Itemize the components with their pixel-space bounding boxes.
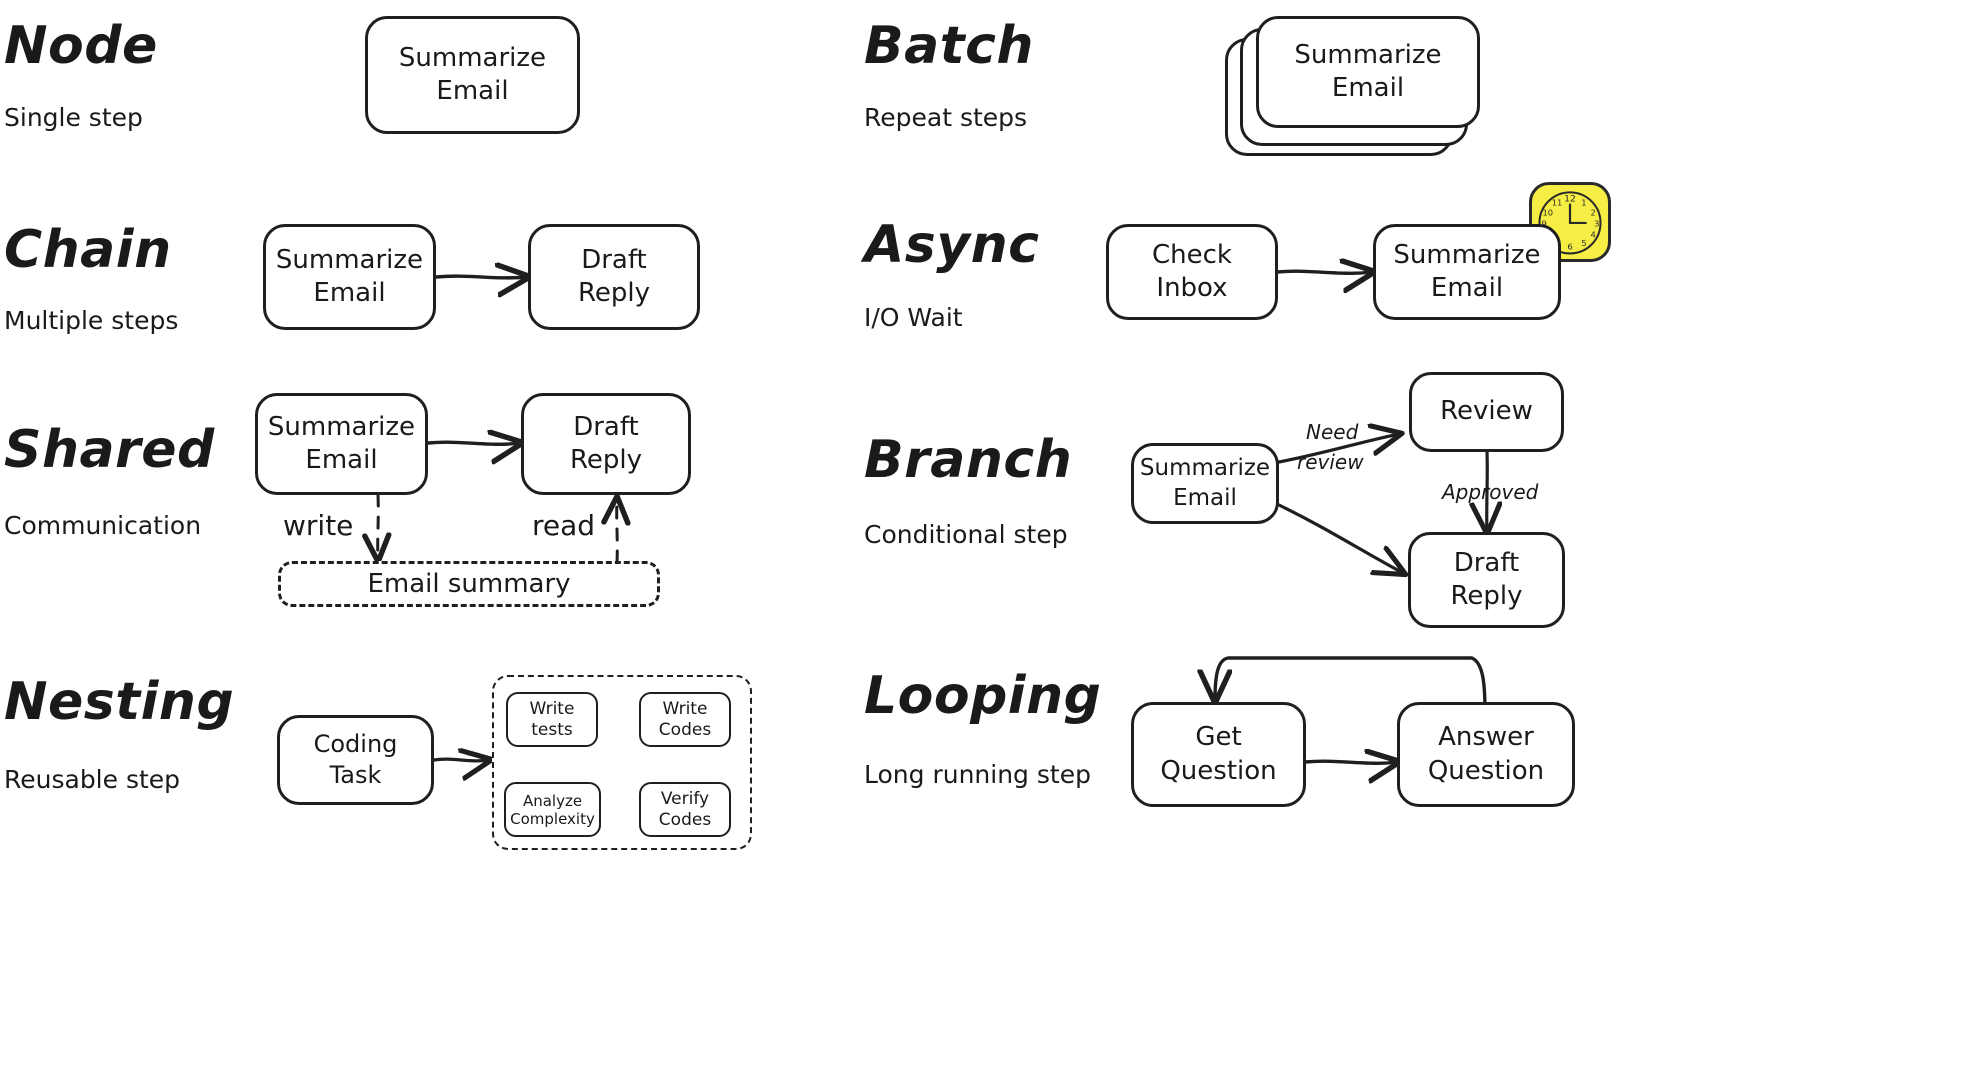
node-label: Check Inbox (1152, 239, 1232, 303)
shared-store-label: Email summary (367, 569, 571, 599)
svg-text:6: 6 (1567, 242, 1572, 252)
shared-edge-label-write: write (283, 509, 354, 542)
section-title-batch: Batch (864, 16, 1034, 76)
nesting-arrow (432, 759, 489, 761)
section-title-shared: Shared (4, 420, 215, 480)
nesting-inner-node-write-codes[interactable]: Write Codes (639, 692, 731, 747)
node-label: Coding Task (313, 730, 398, 789)
section-subtitle-looping: Long running step (864, 760, 1091, 789)
node-label: Get Question (1160, 722, 1277, 786)
section-title-looping: Looping (864, 666, 1102, 726)
section-subtitle-batch: Repeat steps (864, 103, 1028, 132)
chain-arrow (434, 276, 527, 278)
section-subtitle-branch: Conditional step (864, 520, 1068, 549)
branch-edge-label-review: review (1297, 450, 1364, 474)
node-label: Summarize Email (267, 411, 416, 475)
shared-edge-label-read: read (532, 509, 596, 542)
node-label: Draft Reply (577, 244, 650, 308)
svg-text:10: 10 (1543, 208, 1554, 218)
node-summarize-email[interactable]: Summarize Email (365, 16, 580, 134)
looping-arrow-forward (1303, 761, 1397, 763)
node-label: Review (1440, 396, 1533, 427)
node-label: Summarize Email (398, 42, 547, 106)
node-label: Write Codes (658, 699, 712, 740)
svg-text:4: 4 (1590, 230, 1595, 240)
looping-node-answer-question[interactable]: Answer Question (1397, 702, 1575, 807)
node-label: Summarize Email (275, 244, 424, 308)
shared-node-summarize-email[interactable]: Summarize Email (255, 393, 428, 495)
nesting-inner-node-write-tests[interactable]: Write tests (506, 692, 598, 747)
svg-text:11: 11 (1552, 197, 1563, 207)
section-subtitle-node: Single step (4, 103, 143, 132)
section-title-chain: Chain (4, 220, 172, 280)
chain-node-draft-reply[interactable]: Draft Reply (528, 224, 700, 330)
node-label: Summarize Email (1393, 239, 1541, 303)
section-title-node: Node (4, 16, 158, 76)
async-node-summarize-email[interactable]: Summarize Email (1373, 224, 1561, 320)
branch-edge-label-need: Need (1306, 420, 1359, 444)
section-title-async: Async (864, 215, 1040, 275)
svg-text:5: 5 (1581, 238, 1586, 248)
branch-node-draft-reply[interactable]: Draft Reply (1408, 532, 1565, 628)
svg-text:12: 12 (1564, 194, 1576, 205)
node-label: Summarize Email (1294, 39, 1442, 103)
shared-arrow (426, 442, 520, 444)
node-label: Draft Reply (1450, 547, 1523, 611)
node-label: Answer Question (1427, 722, 1545, 786)
node-label: Summarize Email (1139, 455, 1271, 511)
section-subtitle-nesting: Reusable step (4, 765, 181, 794)
nesting-inner-node-verify-codes[interactable]: Verify Codes (639, 782, 731, 837)
node-label: Draft Reply (569, 411, 642, 475)
shared-read-arrow (617, 498, 618, 564)
node-label: Verify Codes (658, 789, 712, 830)
shared-node-draft-reply[interactable]: Draft Reply (521, 393, 691, 495)
svg-text:1: 1 (1581, 197, 1586, 207)
shared-write-arrow (378, 493, 379, 560)
svg-text:2: 2 (1590, 208, 1595, 218)
chain-node-summarize-email[interactable]: Summarize Email (263, 224, 436, 330)
nesting-inner-node-analyze-complexity[interactable]: Analyze Complexity (504, 782, 601, 837)
section-subtitle-shared: Communication (4, 511, 202, 540)
shared-store-email-summary[interactable]: Email summary (278, 561, 660, 607)
async-node-check-inbox[interactable]: Check Inbox (1106, 224, 1278, 320)
section-subtitle-async: I/O Wait (864, 303, 963, 332)
looping-node-get-question[interactable]: Get Question (1131, 702, 1306, 807)
branch-node-summarize-email[interactable]: Summarize Email (1131, 443, 1279, 524)
section-subtitle-chain: Multiple steps (4, 306, 179, 335)
branch-node-review[interactable]: Review (1409, 372, 1564, 452)
node-label: Write tests (529, 699, 575, 740)
svg-text:9: 9 (1541, 219, 1546, 229)
section-title-nesting: Nesting (4, 672, 235, 732)
branch-edge-label-approved: Approved (1442, 480, 1539, 504)
node-label: Analyze Complexity (510, 791, 595, 828)
batch-node-summarize-email[interactable]: Summarize Email (1256, 16, 1480, 128)
branch-arrow-draft (1277, 503, 1403, 573)
section-title-branch: Branch (864, 430, 1073, 490)
svg-text:3: 3 (1594, 219, 1599, 229)
nesting-node-coding-task[interactable]: Coding Task (277, 715, 434, 805)
async-arrow (1275, 271, 1372, 273)
